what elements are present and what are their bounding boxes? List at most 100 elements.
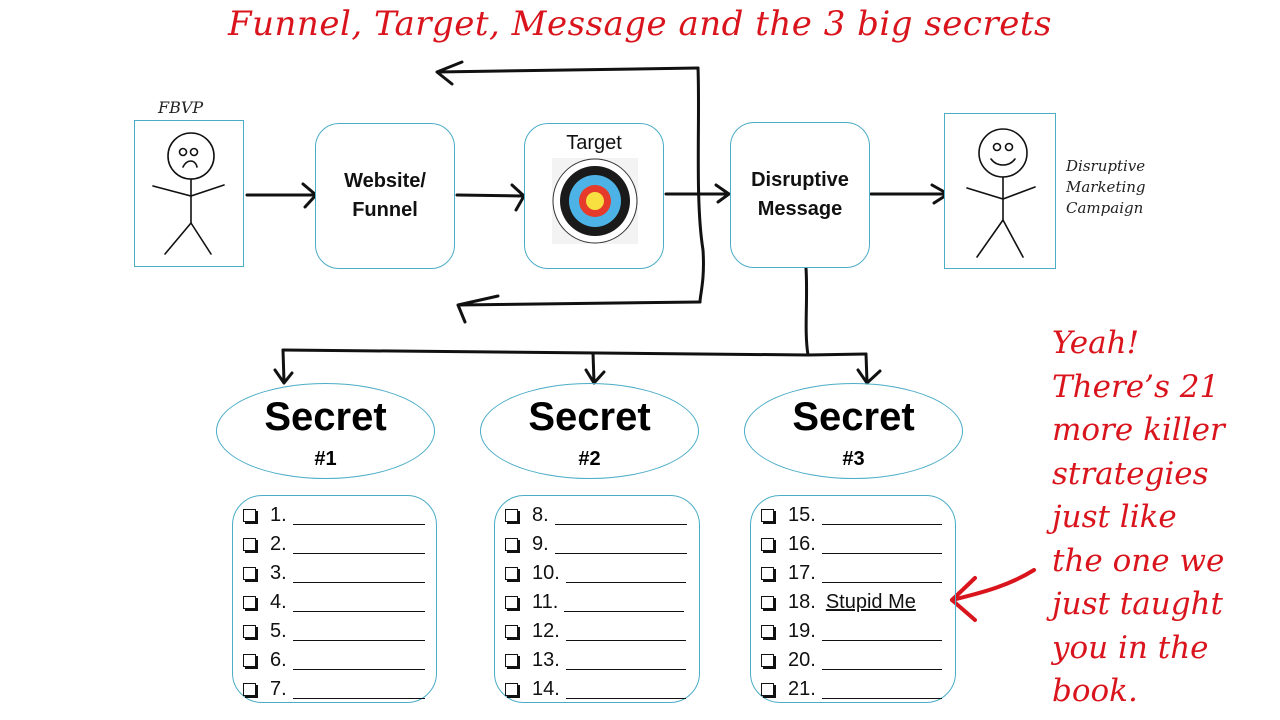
checklist-item: 3. [243, 559, 436, 588]
website-funnel-box: Website/ Funnel [315, 123, 455, 269]
checkbox[interactable] [243, 625, 256, 638]
item-number: 18. [788, 591, 816, 613]
item-number: 14. [532, 678, 560, 700]
message-label: Message [757, 198, 843, 220]
side-note-line: Yeah! [1052, 325, 1140, 361]
checkbox[interactable] [243, 596, 256, 609]
secret-2-checklist: 8.9.10.11.12.13.14. [494, 495, 700, 703]
blank-line [292, 680, 425, 699]
checklist-item: 9. [505, 530, 699, 559]
checkbox[interactable] [761, 654, 774, 667]
blank-line [554, 535, 687, 554]
checklist-item: 2. [243, 530, 436, 559]
secret-3-ellipse: Secret #3 [744, 383, 963, 479]
arrow-target-to-message [664, 183, 731, 204]
checkbox[interactable] [243, 567, 256, 580]
checklist-item: 1. [243, 501, 436, 530]
red-annotation-arrow [950, 568, 1036, 622]
item-number: 21. [788, 678, 816, 700]
blank-line [821, 680, 942, 699]
checklist-item: 15. [761, 501, 955, 530]
campaign-label-line: Disruptive [1066, 157, 1146, 175]
item-number: 19. [788, 620, 816, 642]
checklist-item: 8. [505, 501, 699, 530]
checkbox[interactable] [243, 654, 256, 667]
campaign-label-line: Campaign [1066, 199, 1144, 217]
checkbox[interactable] [761, 683, 774, 696]
branch-arrow-2 [584, 351, 606, 385]
blank-line [292, 564, 425, 583]
checkbox[interactable] [243, 509, 256, 522]
feedback-arrow-bottom [456, 294, 702, 324]
checklist-item: 11. [505, 588, 699, 617]
blank-line [821, 535, 942, 554]
blank-line [292, 593, 425, 612]
branch-arrow-1 [273, 348, 294, 385]
feedback-loop-line [696, 66, 705, 304]
blank-line [564, 593, 685, 612]
blank-line [565, 651, 686, 670]
blank-line [292, 622, 425, 641]
disruptive-label: Disruptive [751, 169, 849, 191]
item-number: 8. [532, 504, 549, 526]
secret-title: Secret [264, 395, 387, 439]
checkbox[interactable] [761, 538, 774, 551]
checkbox[interactable] [761, 625, 774, 638]
checkbox[interactable] [505, 654, 518, 667]
feedback-arrow-top [435, 60, 700, 86]
checkbox[interactable] [505, 567, 518, 580]
blank-line [565, 622, 686, 641]
branch-line-horizontal [281, 348, 868, 357]
sad-stick-figure-icon [152, 132, 225, 255]
blank-line [821, 622, 942, 641]
checkbox[interactable] [505, 538, 518, 551]
blank-line [565, 680, 686, 699]
checkbox[interactable] [761, 567, 774, 580]
secret-number: #2 [578, 448, 601, 470]
item-number: 2. [270, 533, 287, 555]
fbvp-person-box [134, 120, 244, 267]
secret-1-ellipse: Secret #1 [216, 383, 435, 479]
side-note-line: book. [1052, 673, 1138, 709]
secret-2-ellipse: Secret #2 [480, 383, 699, 479]
checkbox[interactable] [505, 509, 518, 522]
campaign-label: Disruptive Marketing Campaign [1066, 156, 1146, 219]
checklist-item: 6. [243, 646, 436, 675]
checkbox[interactable] [505, 596, 518, 609]
blank-line [821, 651, 942, 670]
side-note-line: just like [1052, 499, 1177, 535]
checkbox[interactable] [761, 596, 774, 609]
secret-title: Secret [792, 395, 915, 439]
checklist-item: 5. [243, 617, 436, 646]
side-note-line: strategies [1052, 455, 1209, 492]
checkbox[interactable] [761, 509, 774, 522]
item-number: 10. [532, 562, 560, 584]
checkbox[interactable] [505, 625, 518, 638]
disruptive-message-box: Disruptive Message [730, 122, 870, 268]
side-note-line: just taught [1052, 586, 1223, 622]
side-note-line: the one we [1052, 542, 1225, 579]
blank-line [554, 506, 687, 525]
checkbox[interactable] [243, 683, 256, 696]
side-note-line: you in the [1052, 629, 1209, 666]
checklist-item: 12. [505, 617, 699, 646]
checkbox[interactable] [505, 683, 518, 696]
checkbox[interactable] [243, 538, 256, 551]
checklist-item: 17. [761, 559, 955, 588]
item-number: 16. [788, 533, 816, 555]
blank-line [821, 564, 942, 583]
secret-number: #3 [842, 448, 865, 470]
website-label: Website/ [344, 170, 426, 192]
target-box: Target [524, 123, 664, 269]
item-number: 12. [532, 620, 560, 642]
item-number: 5. [270, 620, 287, 642]
checklist-item: 18.Stupid Me [761, 588, 955, 617]
item-number: 6. [270, 649, 287, 671]
item-number: 15. [788, 504, 816, 526]
secret-1-checklist: 1.2.3.4.5.6.7. [232, 495, 437, 703]
blank-line [821, 506, 942, 525]
bullseye-icon [552, 158, 638, 244]
item-number: 3. [270, 562, 287, 584]
